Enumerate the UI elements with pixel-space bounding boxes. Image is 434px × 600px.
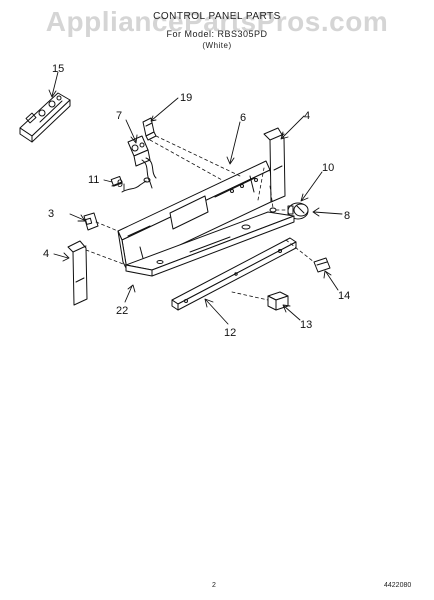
part-8-knob[interactable]: [287, 202, 309, 220]
callout-14: 14: [338, 290, 350, 302]
document-number: 4422080: [384, 582, 412, 589]
callout-9: 9: [117, 178, 123, 190]
page-number: 2: [212, 582, 216, 589]
part-14-connector[interactable]: [313, 257, 331, 273]
callout-19: 19: [180, 92, 192, 104]
callout-11: 11: [88, 174, 99, 186]
callout-3: 3: [48, 208, 54, 220]
callout-8: 8: [344, 210, 350, 222]
part-15-control-module[interactable]: [19, 92, 71, 143]
callout-6: 6: [240, 112, 246, 124]
callout-22: 22: [116, 305, 128, 317]
callout-12: 12: [224, 327, 236, 339]
callout-4-left: 4: [43, 248, 49, 260]
callout-13: 13: [300, 319, 312, 331]
part-3-bracket[interactable]: [83, 212, 99, 231]
part-19-switch[interactable]: [142, 117, 157, 141]
callout-4-top: 4: [304, 110, 310, 122]
callout-15: 15: [52, 63, 64, 75]
watermark: AppliancePartsPros.com: [45, 6, 389, 37]
callout-7: 7: [116, 110, 122, 122]
leader-lines: [48, 71, 343, 325]
assembly-guide-lines: [85, 135, 315, 301]
part-10-grommet[interactable]: [269, 207, 277, 213]
part-9-sensor[interactable]: [121, 177, 151, 193]
part-22-lower-panel[interactable]: [125, 211, 295, 277]
model-subtitle: For Model: RBS305PD: [166, 29, 268, 39]
part-13-block[interactable]: [267, 291, 289, 311]
color-subtitle: (White): [202, 41, 232, 50]
diagram-title: CONTROL PANEL PARTS: [153, 11, 281, 22]
part-6-control-panel[interactable]: [117, 160, 276, 271]
part-4-end-cap-left[interactable]: [67, 240, 88, 306]
part-11-clip[interactable]: [110, 175, 123, 187]
callout-10: 10: [322, 162, 334, 174]
part-7-thermostat-assembly[interactable]: [127, 135, 157, 189]
part-4-end-cap-right[interactable]: [263, 127, 286, 203]
